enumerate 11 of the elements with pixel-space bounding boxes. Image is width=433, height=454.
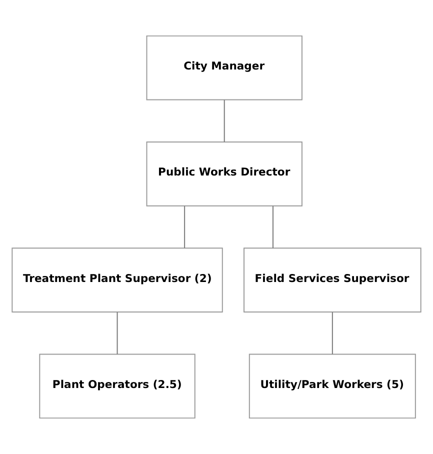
connector [332, 312, 333, 355]
connector [184, 206, 186, 249]
connector [272, 206, 274, 249]
node-box: Field Services Supervisor [244, 248, 422, 312]
node-box: City Manager [146, 35, 302, 100]
node-box: Utility/Park Workers (5) [248, 354, 416, 419]
node-box: Treatment Plant Supervisor (2) [12, 248, 223, 312]
connector [224, 100, 225, 142]
node-box: Plant Operators (2.5) [39, 354, 196, 419]
node-box: Public Works Director [146, 142, 302, 206]
connector [116, 312, 118, 355]
